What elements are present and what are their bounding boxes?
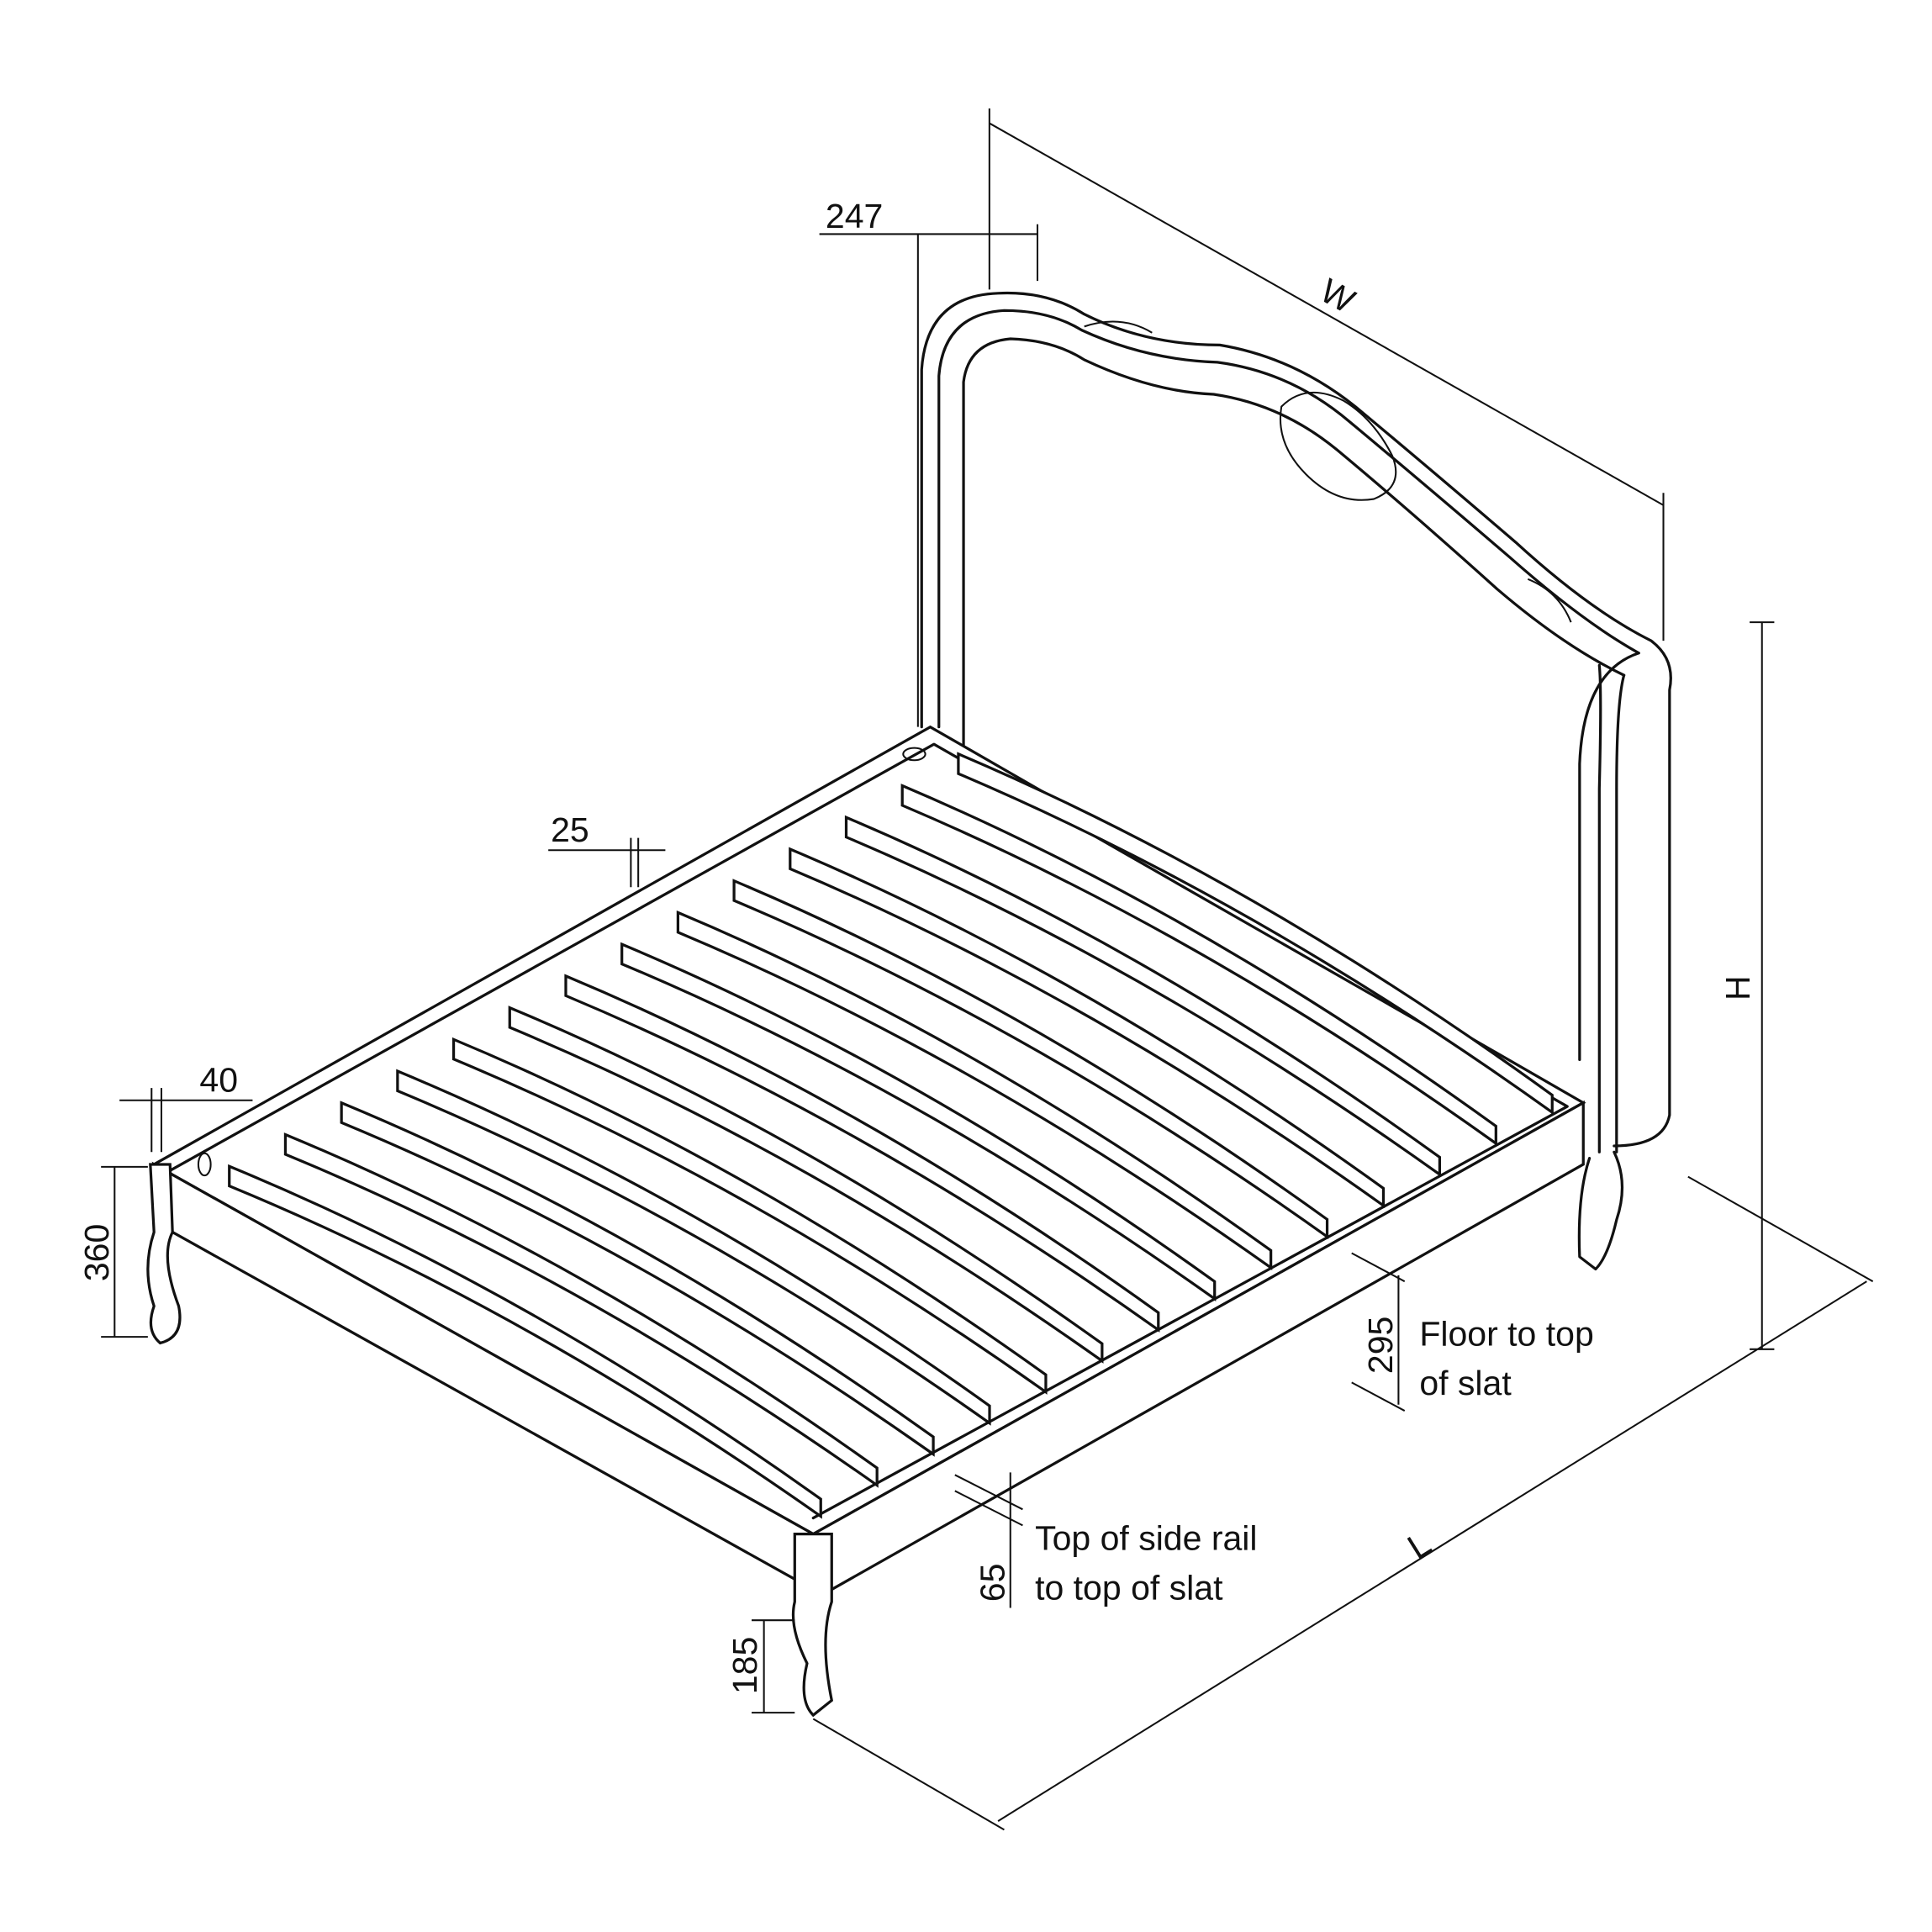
rail-to-slat-value: 65 — [973, 1564, 1011, 1602]
headboard-leg-height-label: 360 — [77, 1224, 116, 1281]
slat — [564, 974, 1160, 1333]
slat — [900, 784, 1497, 1147]
slat — [283, 1132, 879, 1488]
bed-frame — [146, 725, 1586, 1718]
headboard-depth-label: 247 — [826, 197, 883, 235]
slat — [396, 1069, 991, 1426]
leg-width-label: 40 — [199, 1060, 238, 1099]
slat — [228, 1164, 822, 1519]
slat — [508, 1006, 1104, 1364]
rail-to-slat-label-1: Top of side rail — [1035, 1519, 1257, 1558]
rail-thickness-label: 25 — [551, 810, 589, 849]
height-label: H — [1718, 975, 1757, 1000]
slat — [340, 1101, 935, 1457]
width-label: W — [1314, 271, 1361, 320]
floor-to-slat-label-2: of slat — [1419, 1364, 1512, 1402]
front-right-leg — [791, 1533, 834, 1718]
length-label: L — [1401, 1523, 1438, 1566]
front-left-leg — [146, 1163, 182, 1345]
headboard — [920, 291, 1672, 1271]
slat — [957, 752, 1554, 1116]
slat — [732, 879, 1329, 1240]
rail-to-slat-label-2: to top of slat — [1035, 1568, 1223, 1607]
slat — [789, 847, 1386, 1209]
dimension-lines — [101, 108, 1874, 1831]
floor-to-slat-label-1: Floor to top — [1419, 1314, 1593, 1353]
slats — [228, 752, 1554, 1519]
slat — [451, 1037, 1048, 1395]
carved-ornament — [1279, 391, 1397, 501]
footboard-leg-height-label: 185 — [726, 1637, 764, 1694]
slat — [844, 815, 1442, 1178]
slat — [620, 942, 1217, 1301]
floor-to-slat-value: 295 — [1361, 1317, 1400, 1374]
slat — [676, 910, 1273, 1270]
